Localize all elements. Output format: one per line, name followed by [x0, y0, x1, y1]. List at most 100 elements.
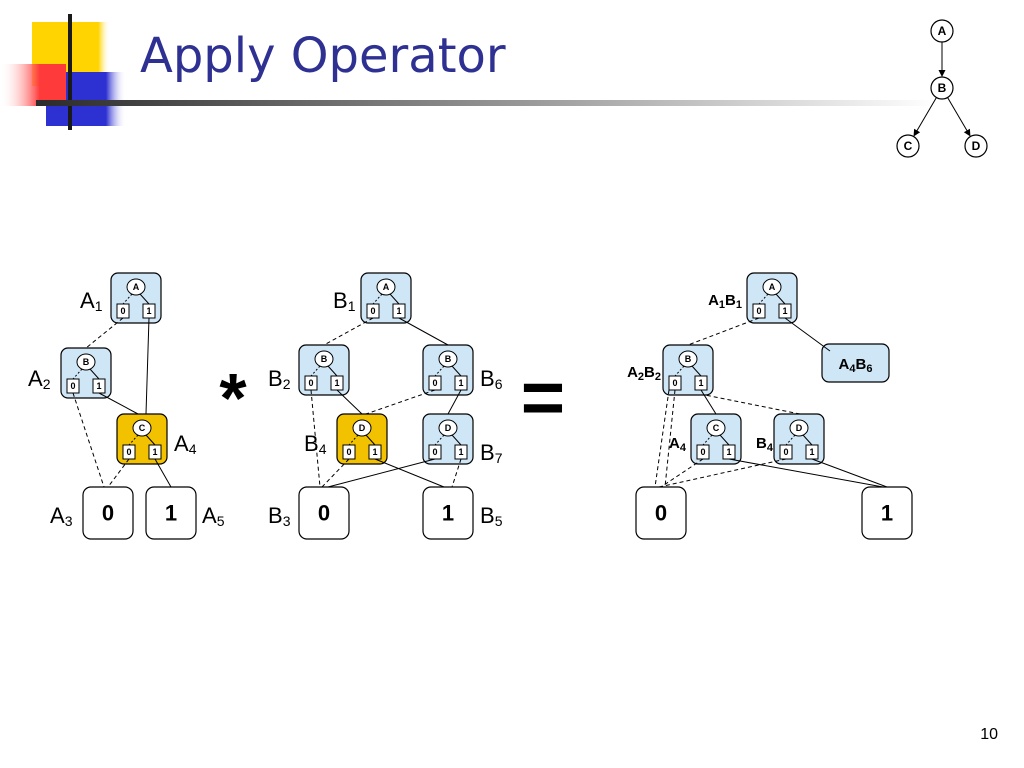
edge-a1-low: [85, 317, 124, 349]
high-branch: [691, 365, 702, 377]
low-port-label: 0: [308, 378, 313, 388]
high-branch: [451, 434, 462, 446]
low-port-label: 0: [432, 378, 437, 388]
edge-r2-to-r4: [704, 394, 801, 415]
edge-r3-low: [660, 458, 704, 488]
edge-a1-high: [145, 317, 150, 415]
low-port-label: 0: [70, 381, 75, 391]
terminal-a5: 1: [145, 486, 197, 540]
label-a2: A2: [28, 366, 51, 393]
edge-r1-high: [784, 317, 831, 352]
terminal-value: 1: [881, 501, 893, 526]
label-b5: B5: [480, 503, 503, 530]
ordering-node-d: [964, 134, 988, 158]
label-b3: B3: [268, 503, 291, 530]
ordering-node-label: A: [938, 24, 947, 38]
terminal-value: 1: [165, 501, 177, 526]
variable-label: D: [445, 423, 452, 433]
high-branch: [89, 368, 100, 380]
variable-circle: [678, 350, 698, 368]
deco-red-square: [0, 64, 66, 106]
node-r4: D 0 1: [773, 413, 825, 465]
high-branch: [802, 434, 813, 446]
ordering-node-b: [930, 76, 954, 100]
variable-label: C: [713, 423, 720, 433]
variable-circle: [126, 278, 146, 296]
page-number: 10: [980, 726, 998, 743]
terminal-b3: 0: [298, 486, 350, 540]
edge-b7-low: [327, 458, 436, 488]
high-branch: [365, 434, 376, 446]
ordering-node-a: [930, 19, 954, 43]
high-port-label: 1: [458, 447, 463, 457]
variable-circle: [376, 278, 396, 296]
variable-label: D: [359, 423, 366, 433]
variable-label: D: [796, 423, 803, 433]
edge-b2-low: [310, 389, 321, 488]
edge-b6-low: [365, 389, 436, 415]
high-port-label: 1: [146, 306, 151, 316]
edge-r4-high: [811, 458, 888, 488]
high-port-label: 1: [396, 306, 401, 316]
low-port-label: 0: [126, 447, 131, 457]
label-a3: A3: [50, 503, 73, 530]
high-port-label: 1: [726, 447, 731, 457]
variable-label: A: [133, 282, 140, 292]
ordering-node-label: B: [938, 81, 947, 95]
high-port-label: 1: [334, 378, 339, 388]
label-r4: B4​: [756, 435, 774, 455]
ordering-node-label: D: [972, 139, 981, 153]
label-r1: A1​B1​: [708, 292, 742, 312]
high-port-label: 1: [809, 447, 814, 457]
ordering-arrowhead: [938, 70, 946, 77]
label-b2: B2: [268, 366, 291, 393]
low-port-label: 0: [756, 306, 761, 316]
edge-r3-high: [728, 458, 884, 488]
label-r2: A2​B2​: [627, 364, 661, 384]
edge-b1-high: [398, 317, 449, 346]
label-a4: A4: [174, 431, 197, 458]
variable-label: B: [321, 354, 328, 364]
variable-circle: [762, 278, 782, 296]
edge-r4-low: [658, 458, 787, 488]
edge-b7-high: [451, 458, 462, 488]
variable-circle: [438, 350, 458, 368]
low-port-label: 0: [783, 447, 788, 457]
edge-a4-low: [107, 458, 130, 488]
low-port-label: 0: [370, 306, 375, 316]
edge-r2-low: [664, 389, 676, 488]
low-port-label: 0: [672, 378, 677, 388]
low-port-label: 0: [120, 306, 125, 316]
variable-circle: [352, 419, 372, 437]
variable-circle: [76, 353, 96, 371]
ordering-arrowhead: [913, 128, 921, 137]
edge-b2-high: [336, 389, 363, 415]
high-branch: [389, 293, 400, 305]
label-b1: B1: [333, 288, 356, 315]
edge-r1-low: [687, 317, 760, 346]
deco-black-vertical: [68, 14, 72, 130]
edge-a2-low: [72, 392, 105, 488]
multiply-operator: *: [219, 359, 247, 437]
terminal-box: [422, 486, 474, 540]
terminal-value: 0: [655, 501, 667, 526]
terminal-value: 0: [102, 501, 114, 526]
ordering-edge: [947, 97, 970, 135]
high-branch: [327, 365, 338, 377]
high-branch: [145, 434, 156, 446]
label-r3: A4​: [669, 435, 687, 455]
variable-circle: [706, 419, 726, 437]
slide-title: Apply Operator: [140, 28, 506, 84]
high-port-label: 1: [698, 378, 703, 388]
pending-node-label: A4​B6​: [839, 356, 873, 376]
high-branch: [775, 293, 786, 305]
variable-circle: [314, 350, 334, 368]
